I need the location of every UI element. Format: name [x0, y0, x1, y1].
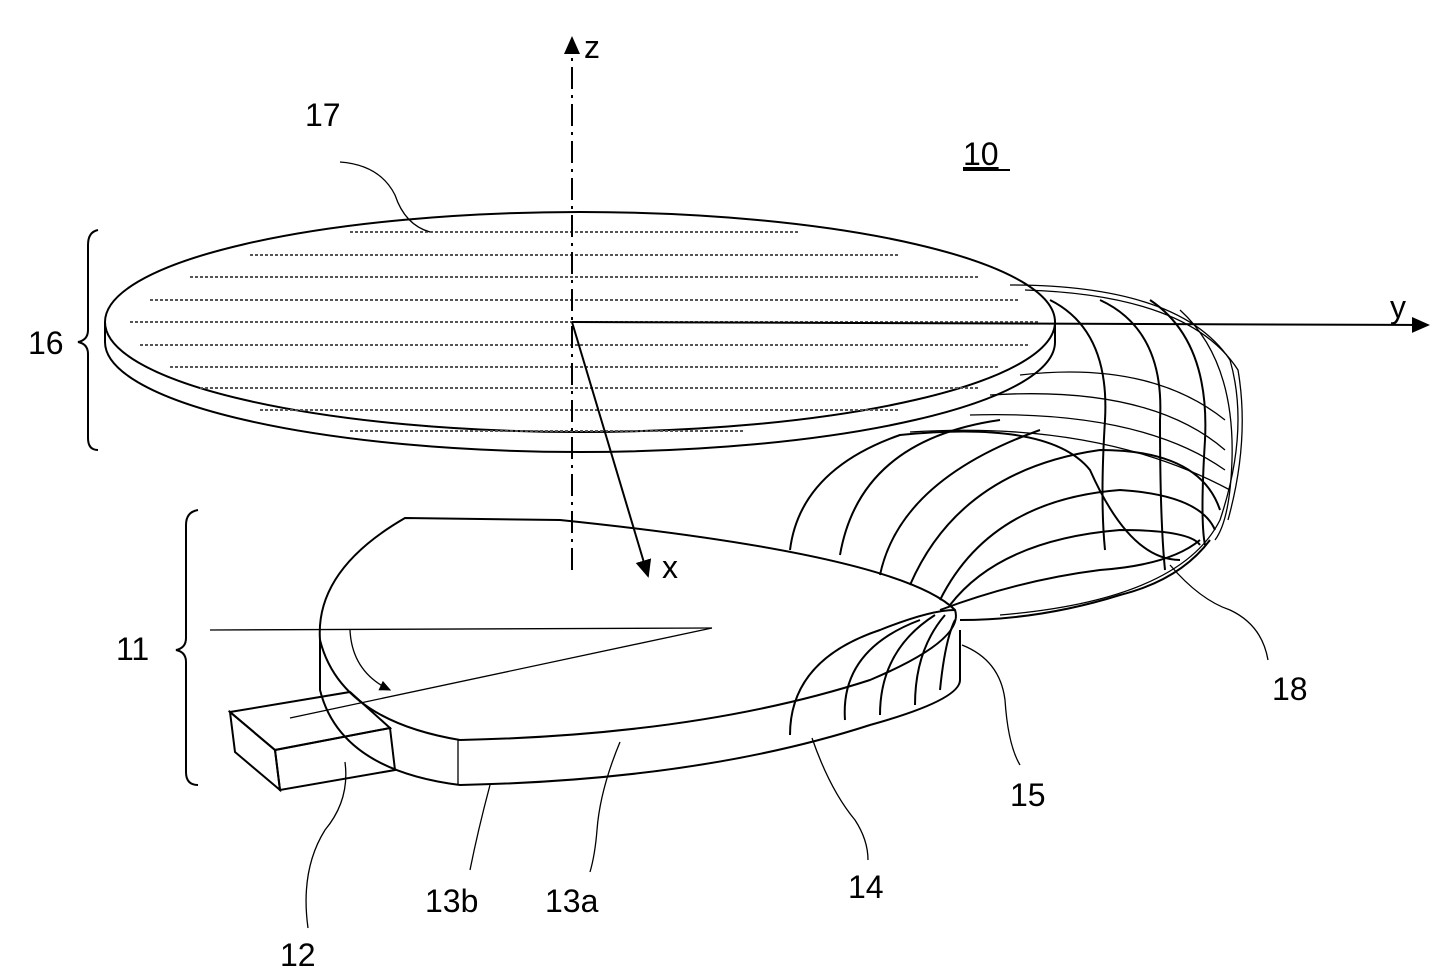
y-axis-label: y: [1390, 289, 1406, 325]
label-11: 11: [116, 631, 149, 667]
brace-11: [175, 509, 199, 786]
reference-number-10: 10: [963, 136, 999, 172]
surface-hatching: [130, 231, 1040, 432]
x-axis-label: x: [662, 549, 678, 585]
lower-disk: [209, 516, 961, 787]
label-13a: 13a: [545, 883, 599, 919]
upper-disk: [104, 211, 1056, 453]
label-14: 14: [848, 869, 884, 905]
wrapped-band: [789, 284, 1243, 621]
label-17: 17: [305, 97, 341, 133]
z-axis-label: z: [584, 29, 600, 65]
leader-lines: [305, 161, 1269, 929]
label-16: 16: [28, 325, 64, 361]
connector-block: [227, 690, 397, 793]
brace-16: [77, 229, 99, 451]
axes: [564, 36, 1430, 578]
label-12: 12: [280, 937, 316, 973]
label-15: 15: [1010, 777, 1046, 813]
label-18: 18: [1272, 671, 1308, 707]
label-13b: 13b: [425, 883, 478, 919]
